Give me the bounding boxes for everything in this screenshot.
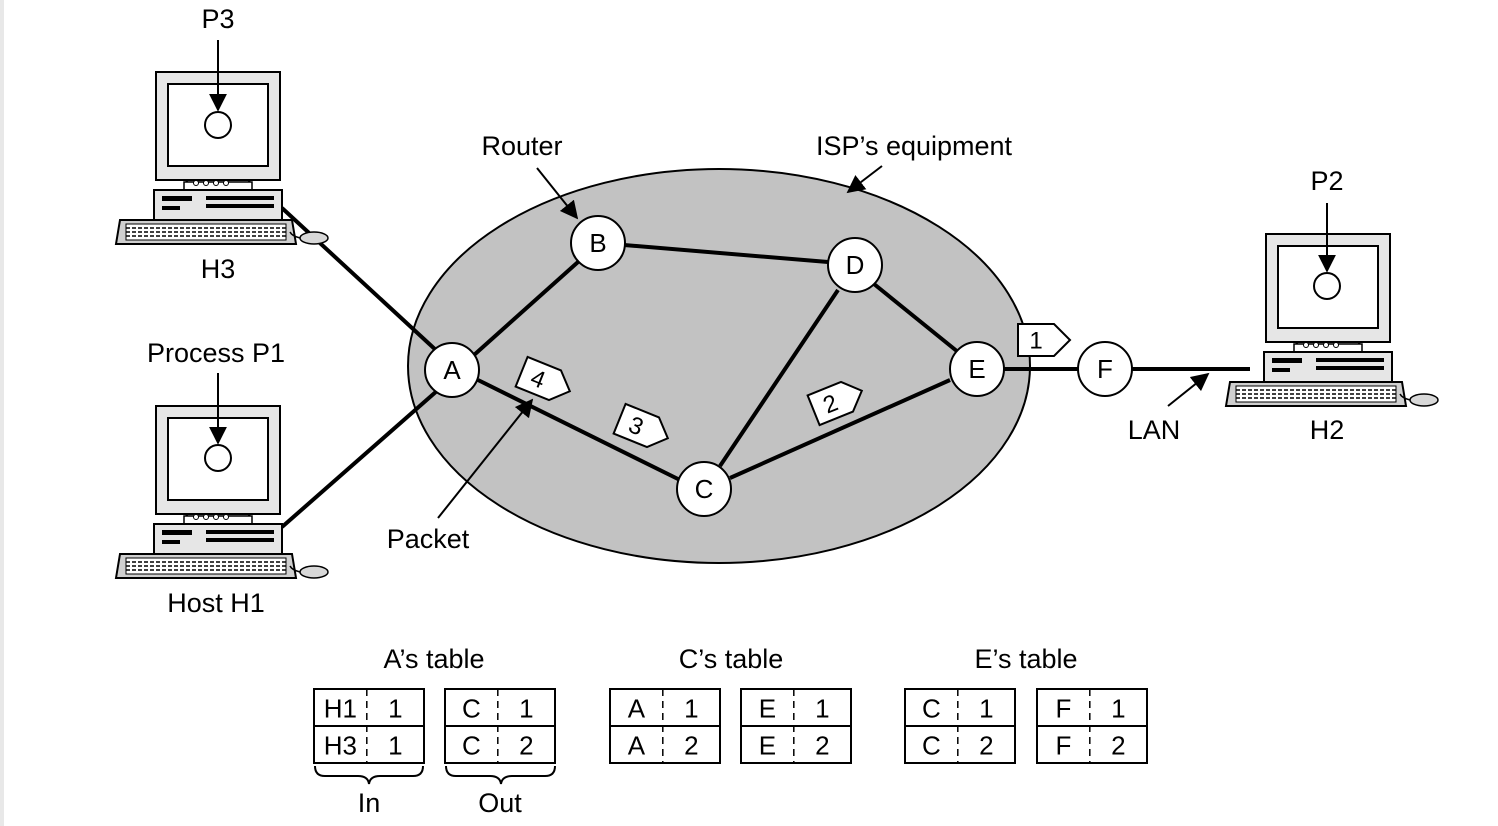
link-d-e — [872, 282, 960, 354]
router-d-label: D — [846, 250, 865, 280]
router-b: B — [570, 215, 626, 271]
label-host-h1: Host H1 — [167, 588, 265, 618]
link-h3-a — [280, 206, 440, 354]
label-packet: Packet — [387, 524, 470, 554]
e-table-out-cell: F — [1055, 731, 1071, 761]
label-router: Router — [481, 131, 562, 161]
e-table-out-cell: 2 — [1111, 731, 1125, 761]
packet-1-label: 1 — [1029, 328, 1042, 355]
c-table-in-cell: 2 — [684, 731, 698, 761]
arrow-lan — [1167, 372, 1210, 407]
e-table-in-cell: 2 — [979, 731, 993, 761]
c-table-out-cell: E — [759, 731, 776, 761]
computer-h1 — [115, 405, 329, 579]
arrow-router — [536, 167, 579, 220]
c-table-out-cell: E — [759, 694, 776, 724]
e-table-in-cell: 1 — [979, 694, 993, 724]
a-table-out-cell: C — [462, 731, 481, 761]
label-p2: P2 — [1310, 166, 1343, 196]
label-isp-equipment: ISP’s equipment — [816, 131, 1013, 161]
router-a-label: A — [443, 355, 461, 385]
process-circle-p2 — [1313, 272, 1341, 300]
e-table-in-cell: C — [922, 731, 941, 761]
packet-4: 4 — [514, 355, 572, 402]
label-h3: H3 — [201, 254, 236, 284]
a-table-in-cell: 1 — [388, 694, 402, 724]
e-table-title: E’s table — [974, 644, 1077, 674]
c-table-in-cell: 1 — [684, 694, 698, 724]
packet-1: 1 — [1017, 323, 1072, 357]
e-table-out-cell: F — [1055, 694, 1071, 724]
c-table-out-cell: 1 — [815, 694, 829, 724]
a-table-in-cell: H3 — [324, 731, 357, 761]
a-table-out-cell: 2 — [519, 731, 533, 761]
label-lan: LAN — [1128, 415, 1181, 445]
label-process-p1: Process P1 — [147, 338, 285, 368]
router-f-label: F — [1097, 354, 1113, 384]
a-table-title: A’s table — [383, 644, 484, 674]
link-h1-a — [280, 388, 440, 529]
router-c: C — [676, 461, 732, 517]
packet-2: 2 — [806, 380, 864, 427]
label-p3: P3 — [201, 4, 234, 34]
page-edge — [0, 0, 4, 826]
link-c-e — [729, 378, 951, 480]
a-table-out-cell: C — [462, 694, 481, 724]
computer-h3 — [115, 71, 329, 245]
process-circle-p1 — [204, 444, 232, 472]
router-b-label: B — [589, 228, 606, 258]
a-table-in-cell: 1 — [388, 731, 402, 761]
link-c-d — [718, 288, 840, 468]
packet-3: 3 — [612, 402, 670, 449]
router-e: E — [949, 341, 1005, 397]
arrow-packet — [437, 398, 534, 519]
computer-h2 — [1225, 233, 1439, 407]
label-h2: H2 — [1310, 415, 1345, 445]
label-out: Out — [478, 788, 522, 818]
e-table-in-cell: C — [922, 694, 941, 724]
c-table-in-cell: A — [628, 694, 646, 724]
process-circle-p3 — [204, 111, 232, 139]
c-table-in-cell: A — [628, 731, 646, 761]
e-table-out-cell: 1 — [1111, 694, 1125, 724]
link-a-c — [477, 378, 681, 482]
router-c-label: C — [695, 474, 714, 504]
router-d: D — [827, 237, 883, 293]
label-in: In — [358, 788, 381, 818]
arrow-isp — [846, 165, 883, 194]
router-e-label: E — [968, 354, 985, 384]
c-table-title: C’s table — [679, 644, 784, 674]
links — [280, 206, 1250, 529]
router-f: F — [1077, 341, 1133, 397]
brace-in — [314, 765, 424, 785]
a-table-out-cell: 1 — [519, 694, 533, 724]
a-table-in-cell: H1 — [324, 694, 357, 724]
link-a-b — [472, 260, 580, 357]
router-a: A — [424, 342, 480, 398]
brace-out — [445, 765, 556, 785]
c-table-out-cell: 2 — [815, 731, 829, 761]
link-b-d — [623, 243, 829, 264]
